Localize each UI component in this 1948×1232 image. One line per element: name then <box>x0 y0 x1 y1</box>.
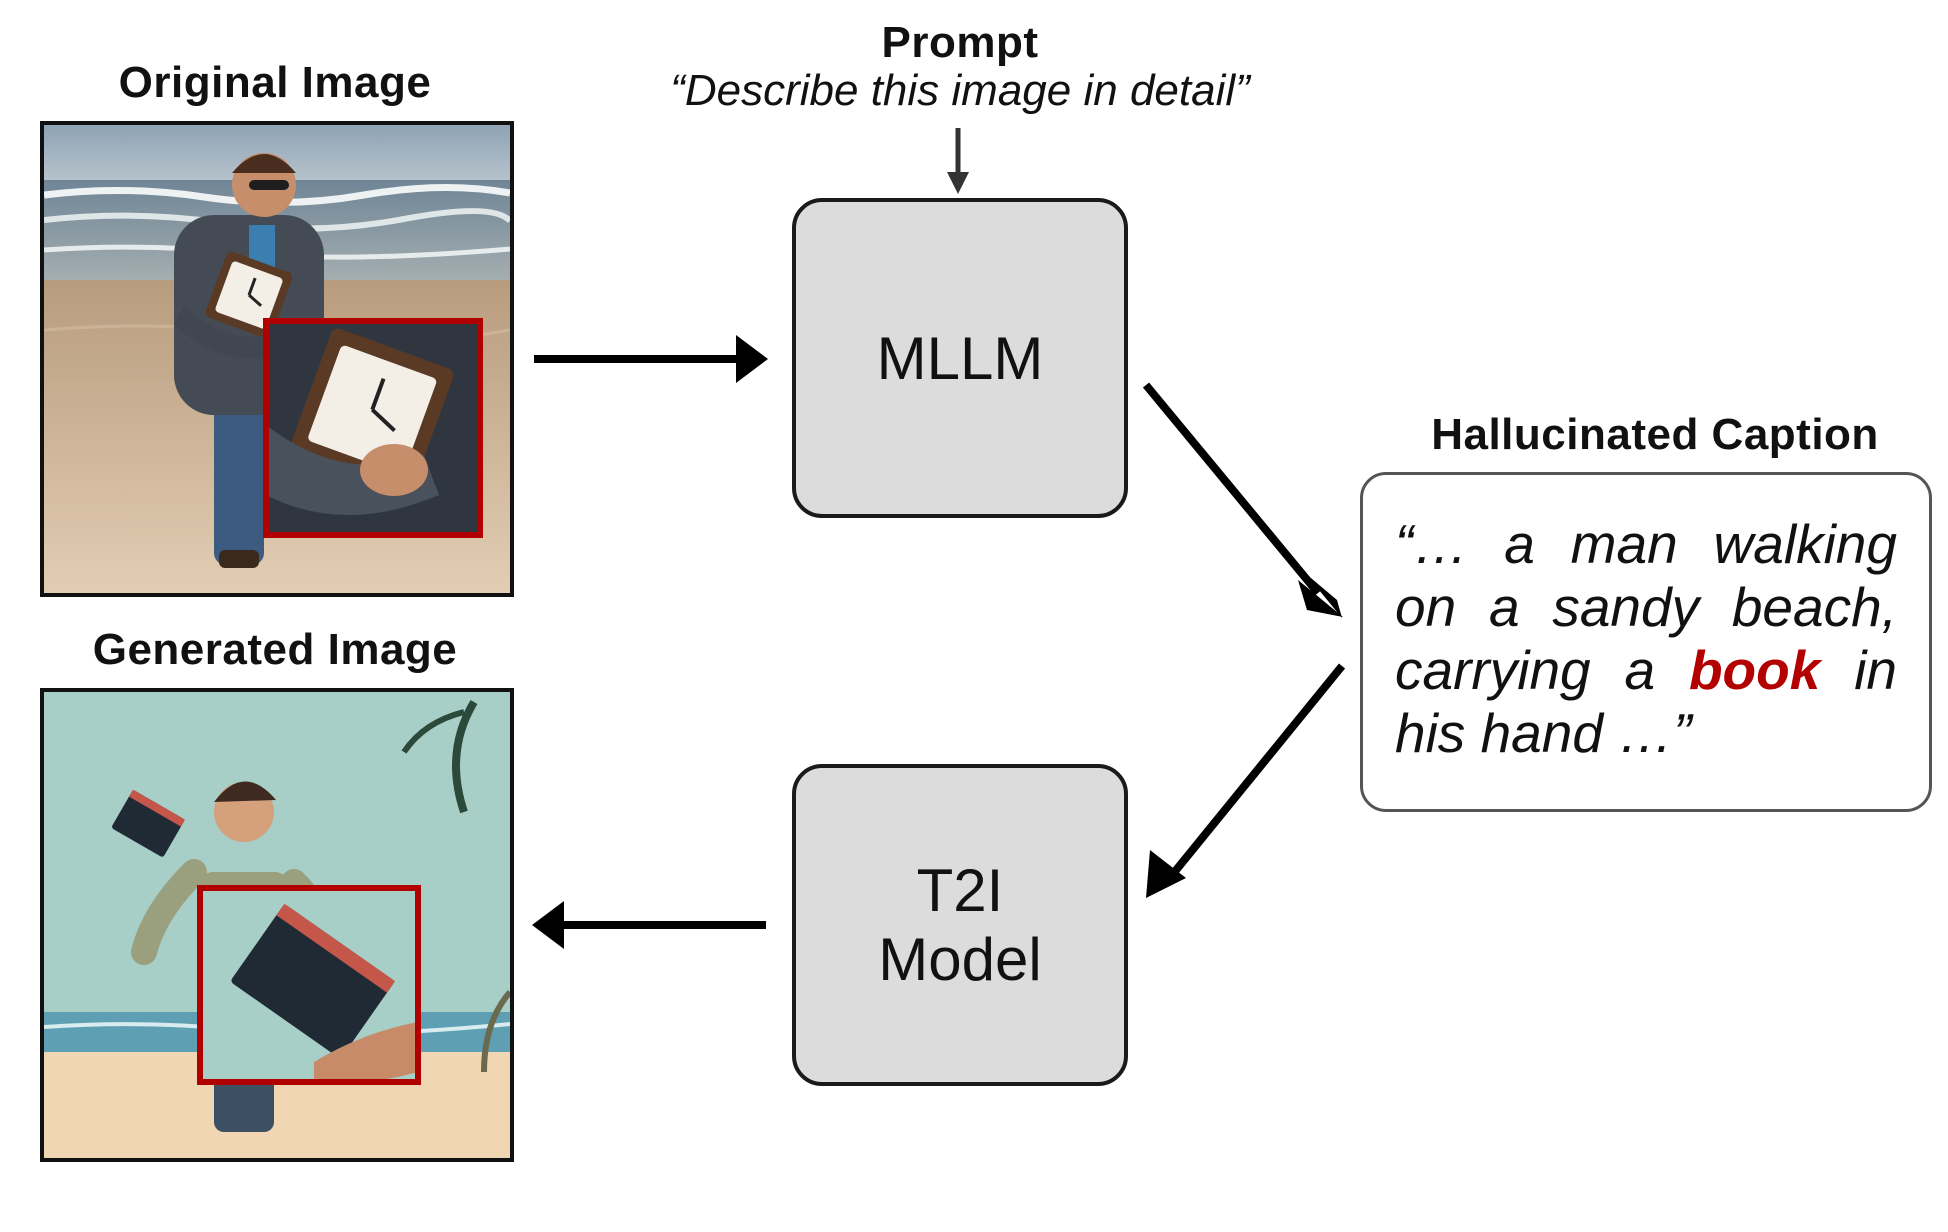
caption-line-2: on a sandy beach, <box>1395 576 1897 638</box>
prompt-text: “Describe this image in detail” <box>670 66 1250 115</box>
caption-title: Hallucinated Caption <box>1431 410 1879 459</box>
mllm-label: MLLM <box>876 324 1044 392</box>
original-to-mllm-arrow <box>534 335 768 383</box>
original-image-illustration <box>44 125 510 593</box>
prompt-title: Prompt <box>881 18 1039 67</box>
caption-line-4: his hand …” <box>1395 702 1692 764</box>
caption-to-t2i-arrow <box>1146 663 1346 898</box>
hallucinated-word: book <box>1688 639 1821 701</box>
mllm-box: MLLM <box>792 198 1128 518</box>
mllm-to-caption-arrow <box>1142 382 1343 618</box>
generated-image-title: Generated Image <box>92 625 458 674</box>
t2i-to-generated-arrow <box>532 901 766 949</box>
generated-image-illustration <box>44 692 510 1158</box>
t2i-label-line2: Model <box>878 926 1042 993</box>
t2i-label-line1: T2I <box>916 857 1004 924</box>
t2i-model-box: T2I Model <box>792 764 1128 1086</box>
hallucinated-caption-box: “… a man walking on a sandy beach, carry… <box>1360 472 1932 812</box>
generated-image <box>40 688 514 1162</box>
prompt-arrow <box>947 128 969 194</box>
caption-line-1: “… a man walking <box>1395 513 1897 575</box>
original-image <box>40 121 514 597</box>
caption-line-3: carrying a book in <box>1395 639 1897 701</box>
original-image-title: Original Image <box>118 58 432 107</box>
